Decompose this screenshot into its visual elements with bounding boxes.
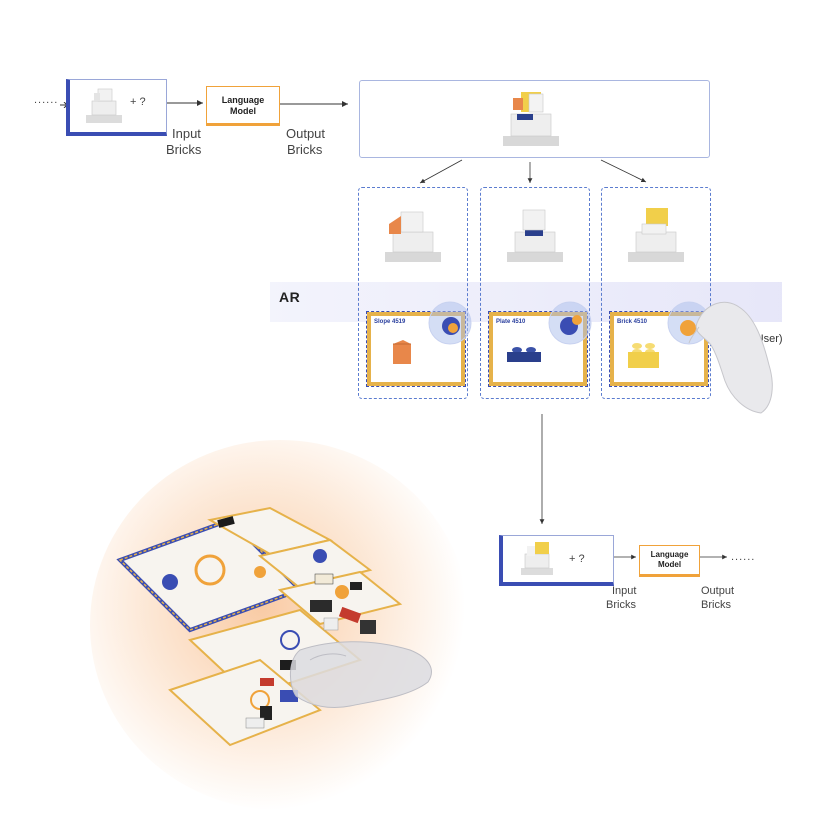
candidate-brick[interactable]: Brick 4510: [601, 187, 711, 399]
plus-question: + ?: [130, 96, 146, 108]
bottom-model-label-line1: Language: [650, 550, 689, 559]
lego-model-icon: [86, 88, 122, 123]
input-label-line2: Bricks: [166, 142, 202, 157]
bottom-model-label-line2: Model: [657, 560, 682, 569]
language-model-box: Language Model: [206, 86, 280, 126]
bottom-input-label-line2: Bricks: [606, 599, 636, 611]
bottom-plus-question: + ?: [569, 553, 585, 565]
magnifier-lens-icon: [428, 301, 472, 345]
model-label-line1: Language: [221, 95, 265, 105]
card-plate: Plate 4510: [488, 301, 592, 387]
arrow-output-to-candidate-3: [600, 159, 647, 183]
brick-2x2-icon: [628, 343, 659, 368]
bottom-output-label-line1: Output: [701, 585, 735, 597]
card-slope: Slope 4519: [366, 301, 472, 387]
magnifier-lens-icon: [548, 301, 592, 345]
output-label-line1: Output: [286, 126, 326, 141]
lego-model-yellow-icon: [521, 542, 553, 575]
candidate-slope[interactable]: Slope 4519: [358, 187, 472, 399]
lego-model-with-plate-icon: [507, 209, 563, 262]
physical-setup-photo: [116, 506, 432, 747]
leading-dots: ......: [34, 94, 59, 106]
card-title: Plate 4510: [496, 319, 526, 325]
arrow-output-to-candidate-1: [419, 159, 463, 184]
ar-label: AR: [279, 289, 301, 305]
output-label-line2: Bricks: [287, 142, 323, 157]
user-hand-icon[interactable]: [685, 293, 785, 415]
lego-model-combined-icon: [503, 92, 559, 146]
slope-brick-icon: [393, 340, 411, 364]
bottom-input-label-line1: Input: [612, 585, 637, 597]
bottom-output-label-line2: Bricks: [701, 599, 731, 611]
card-title: Brick 4510: [617, 319, 648, 325]
bottom-input-bricks-box: + ?: [499, 535, 614, 586]
input-label-line1: Input: [172, 126, 201, 141]
output-bricks-box: [359, 80, 710, 158]
trailing-dots: ......: [731, 551, 756, 563]
card-title: Slope 4519: [374, 319, 406, 325]
bottom-language-model-box: Language Model: [639, 545, 700, 577]
lego-model-with-slope-icon: [385, 211, 441, 262]
model-label-line2: Model: [230, 106, 256, 116]
input-bricks-box: + ?: [66, 79, 167, 136]
card-brick: Brick 4510: [609, 301, 711, 387]
plate-brick-icon: [507, 347, 541, 362]
lego-model-with-brick-icon: [628, 208, 684, 262]
candidate-plate[interactable]: Plate 4510: [480, 187, 592, 399]
